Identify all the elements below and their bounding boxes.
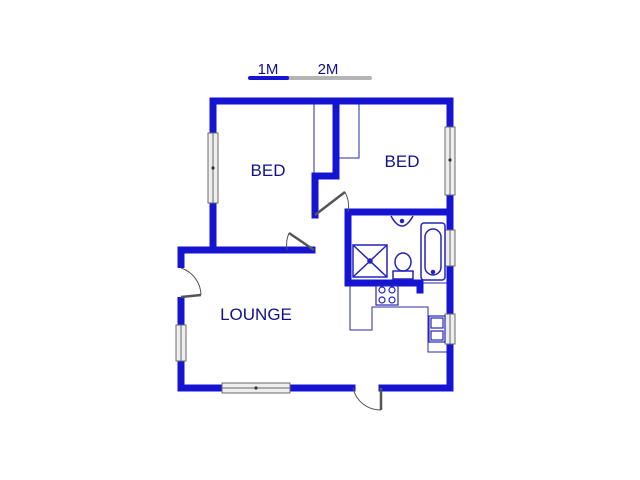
scale-bar: 1M 2M: [248, 61, 372, 80]
door-icon: [314, 191, 350, 216]
window-icon: [175, 324, 187, 362]
toilet-icon: [392, 252, 414, 280]
kitchen-fixtures: [375, 284, 446, 343]
room-labels: BED BED LOUNGE: [220, 152, 419, 324]
scale-label-1m: 1M: [258, 61, 279, 78]
door-icon: [176, 267, 202, 299]
bathtub-icon: [420, 222, 446, 281]
window-icon: [444, 313, 456, 345]
window-icon: [207, 132, 219, 204]
window-icon: [444, 126, 456, 196]
stove-icon: [375, 284, 399, 306]
scale-label-2m: 2M: [318, 61, 339, 78]
windows: [175, 126, 456, 394]
wall-lounge-left-top: [177, 246, 217, 272]
double-sink-icon: [428, 315, 446, 343]
shower-icon: [352, 244, 388, 278]
kitchen-counter-outline: [349, 283, 450, 353]
basin-icon: [390, 215, 414, 227]
bathroom-fixtures: [352, 215, 446, 281]
room-label-lounge: LOUNGE: [220, 305, 292, 324]
room-label-bed-right: BED: [385, 152, 420, 171]
bedroom-cupboard-outline-right: [338, 101, 360, 159]
wall-between-bedrooms: [311, 97, 340, 219]
window-icon: [221, 382, 291, 394]
walls: [177, 97, 454, 392]
doors: [176, 191, 383, 411]
door-icon: [286, 231, 315, 252]
window-icon: [444, 229, 456, 267]
wall-bathroom-bottom: [344, 279, 424, 294]
door-icon: [352, 387, 383, 411]
room-label-bed-left: BED: [251, 161, 286, 180]
